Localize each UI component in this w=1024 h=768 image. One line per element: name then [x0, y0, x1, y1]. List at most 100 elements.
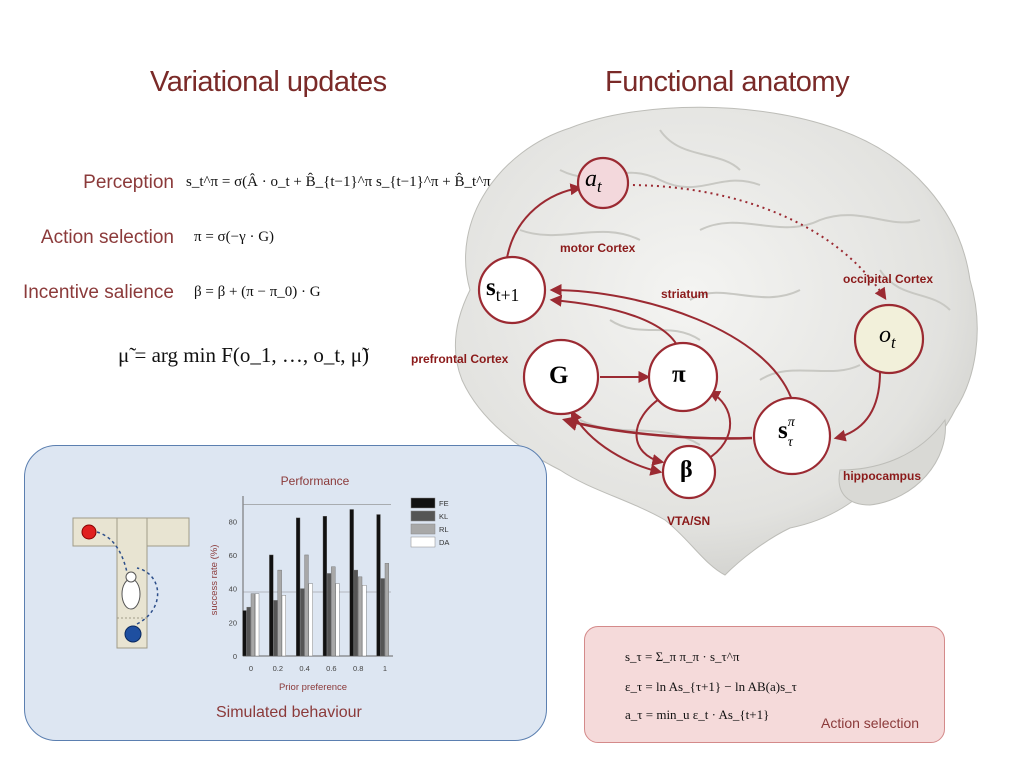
- chart-bar-DA-3: [335, 583, 340, 657]
- right-heading: Functional anatomy: [605, 66, 850, 98]
- action-selection-label: Action selection: [40, 227, 174, 248]
- legend-swatch-DA: [410, 536, 436, 548]
- arrow-g-beta: [570, 409, 663, 476]
- node-o-label: ot: [879, 322, 896, 352]
- chart-bar-DA-2: [308, 583, 313, 657]
- chart-y-tick: 80: [229, 517, 237, 526]
- mouse-icon: [121, 578, 141, 610]
- arrow-stau-to-snext: [549, 284, 794, 404]
- arrow-a-to-o: [626, 184, 887, 300]
- chart-x-tick: 0.8: [353, 664, 363, 673]
- chart-x-tick: 0.6: [326, 664, 336, 673]
- incentive-salience-equation: β = β + (π − π_0) · G: [194, 284, 321, 301]
- chart-bar-KL-1: [273, 600, 278, 657]
- chart-y-tick: 0: [233, 652, 237, 661]
- chart-x-tick: 0.2: [273, 664, 283, 673]
- node-g: [522, 338, 600, 416]
- node-beta: [661, 444, 717, 500]
- arrow-s-to-a: [506, 183, 583, 259]
- chart-title: Performance: [281, 474, 350, 488]
- arrow-beta-to-pi: [705, 390, 731, 461]
- chart-bar-RL-1: [277, 569, 282, 657]
- chart-y-tick: 60: [229, 551, 237, 560]
- cerebellum-shape: [838, 418, 946, 506]
- chart-bar-DA-0: [255, 593, 260, 657]
- chart-bar-DA-1: [281, 595, 286, 657]
- incentive-salience-label: Incentive salience: [22, 282, 174, 303]
- node-s-tau-label: sπτ: [778, 415, 795, 450]
- chart-legend: FE KL RL DA: [410, 497, 449, 548]
- chart-bar-FE-0: [242, 610, 247, 657]
- chart-bar-KL-2: [300, 588, 305, 657]
- chart-y-tick: 20: [229, 618, 237, 627]
- chart-x-tick: 1: [383, 664, 387, 673]
- behaviour-caption: Simulated behaviour: [216, 704, 362, 721]
- chart-bar-RL-2: [304, 554, 309, 657]
- node-a: [576, 156, 630, 210]
- chart-bar-FE-5: [376, 514, 381, 657]
- region-hippocampus: hippocampus: [843, 469, 922, 483]
- legend-label-DA: DA: [439, 538, 449, 547]
- action-selection-equation: π = σ(−γ · G): [194, 229, 274, 246]
- arrow-o-to-stau: [833, 371, 881, 442]
- arrow-pi-to-beta: [635, 394, 666, 466]
- arrow-pi-to-snext: [549, 294, 681, 353]
- action-eq-3: a_τ = min_u ε_t · As_{t+1}: [625, 707, 770, 722]
- chart-y-tick: 40: [229, 585, 237, 594]
- legend-swatch-KL: [410, 510, 436, 522]
- region-prefrontal: prefrontal Cortex: [411, 352, 509, 366]
- simulated-behaviour-panel: Performance 0 20 40 60 80 0 0.2 0.4 0.6 0.8 1 Prio…: [24, 445, 547, 741]
- action-selection-equation-text: π = σ(−γ · G): [194, 229, 275, 245]
- chart-bar-RL-5: [384, 563, 389, 657]
- chart-bar-RL-3: [331, 566, 336, 657]
- t-maze: [72, 517, 190, 649]
- legend-label-RL: RL: [439, 525, 449, 534]
- region-vta: VTA/SN: [667, 514, 711, 528]
- chart-bar-FE-2: [295, 517, 301, 657]
- legend-label-FE: FE: [439, 499, 449, 508]
- left-heading: Variational updates: [150, 66, 387, 98]
- chart-bar-RL-4: [357, 576, 363, 657]
- chart-bar-FE-1: [269, 554, 274, 657]
- perception-label: Perception: [83, 172, 174, 193]
- perception-equation-text: s_t^π = σ(Â · o_t + B̂_{t−1}^π s_{t−1}^π…: [186, 174, 571, 190]
- node-g-label: G: [549, 362, 569, 389]
- chart-bar-KL-4: [353, 569, 358, 657]
- chart-bar-KL-0: [246, 606, 251, 657]
- action-eq-1: s_τ = Σ_π π_π · s_τ^π: [625, 649, 740, 664]
- action-selection-panel: s_τ = Σ_π π_π · s_τ^π ε_τ = ln As_{τ+1} …: [584, 626, 945, 743]
- performance-chart: Performance 0 20 40 60 80 0 0.2 0.4 0.6 0.8 1 Prio…: [209, 474, 449, 693]
- legend-swatch-RL: [410, 523, 436, 535]
- node-s-next-label: st+1: [486, 274, 520, 305]
- node-a-label: at: [585, 166, 602, 196]
- chart-bar-RL-0: [250, 593, 255, 657]
- node-s-next: [477, 255, 547, 325]
- free-energy-objective: μ̃ = arg min F(o_1, …, o_t, μ̃): [118, 343, 369, 367]
- legend-label-KL: KL: [439, 512, 448, 521]
- chart-xlabel: Prior preference: [279, 682, 347, 693]
- chart-x-tick: 0.4: [299, 664, 309, 673]
- node-pi-label: π: [672, 361, 686, 388]
- graph-arrows: [506, 183, 887, 476]
- red-goal-icon: [81, 524, 97, 540]
- chart-bar-KL-3: [326, 573, 332, 657]
- region-motor: motor Cortex: [560, 241, 636, 255]
- region-striatum: striatum: [661, 287, 709, 301]
- chart-bar-DA-4: [362, 585, 367, 657]
- node-o: [853, 303, 925, 375]
- chart-ylabel: success rate (%): [209, 545, 220, 616]
- chart-x-tick: 0: [249, 664, 253, 673]
- chart-bar-FE-3: [322, 516, 327, 657]
- incentive-salience-equation-text: β = β + (π − π_0) · G: [194, 284, 321, 300]
- chart-bar-FE-4: [349, 509, 354, 657]
- action-eq-2: ε_τ = ln As_{τ+1} − ln AB(a)s_τ: [625, 679, 797, 694]
- node-beta-label: β: [680, 457, 693, 483]
- blue-cue-icon: [124, 625, 142, 643]
- legend-swatch-FE: [410, 497, 436, 509]
- action-caption: Action selection: [821, 715, 920, 731]
- perception-equation: s_t^π = σ(Â · o_t + B̂_{t−1}^π s_{t−1}^π…: [186, 174, 571, 191]
- node-s-tau: [752, 396, 832, 476]
- chart-bar-KL-5: [380, 578, 385, 657]
- region-occipital: occipital Cortex: [843, 272, 934, 286]
